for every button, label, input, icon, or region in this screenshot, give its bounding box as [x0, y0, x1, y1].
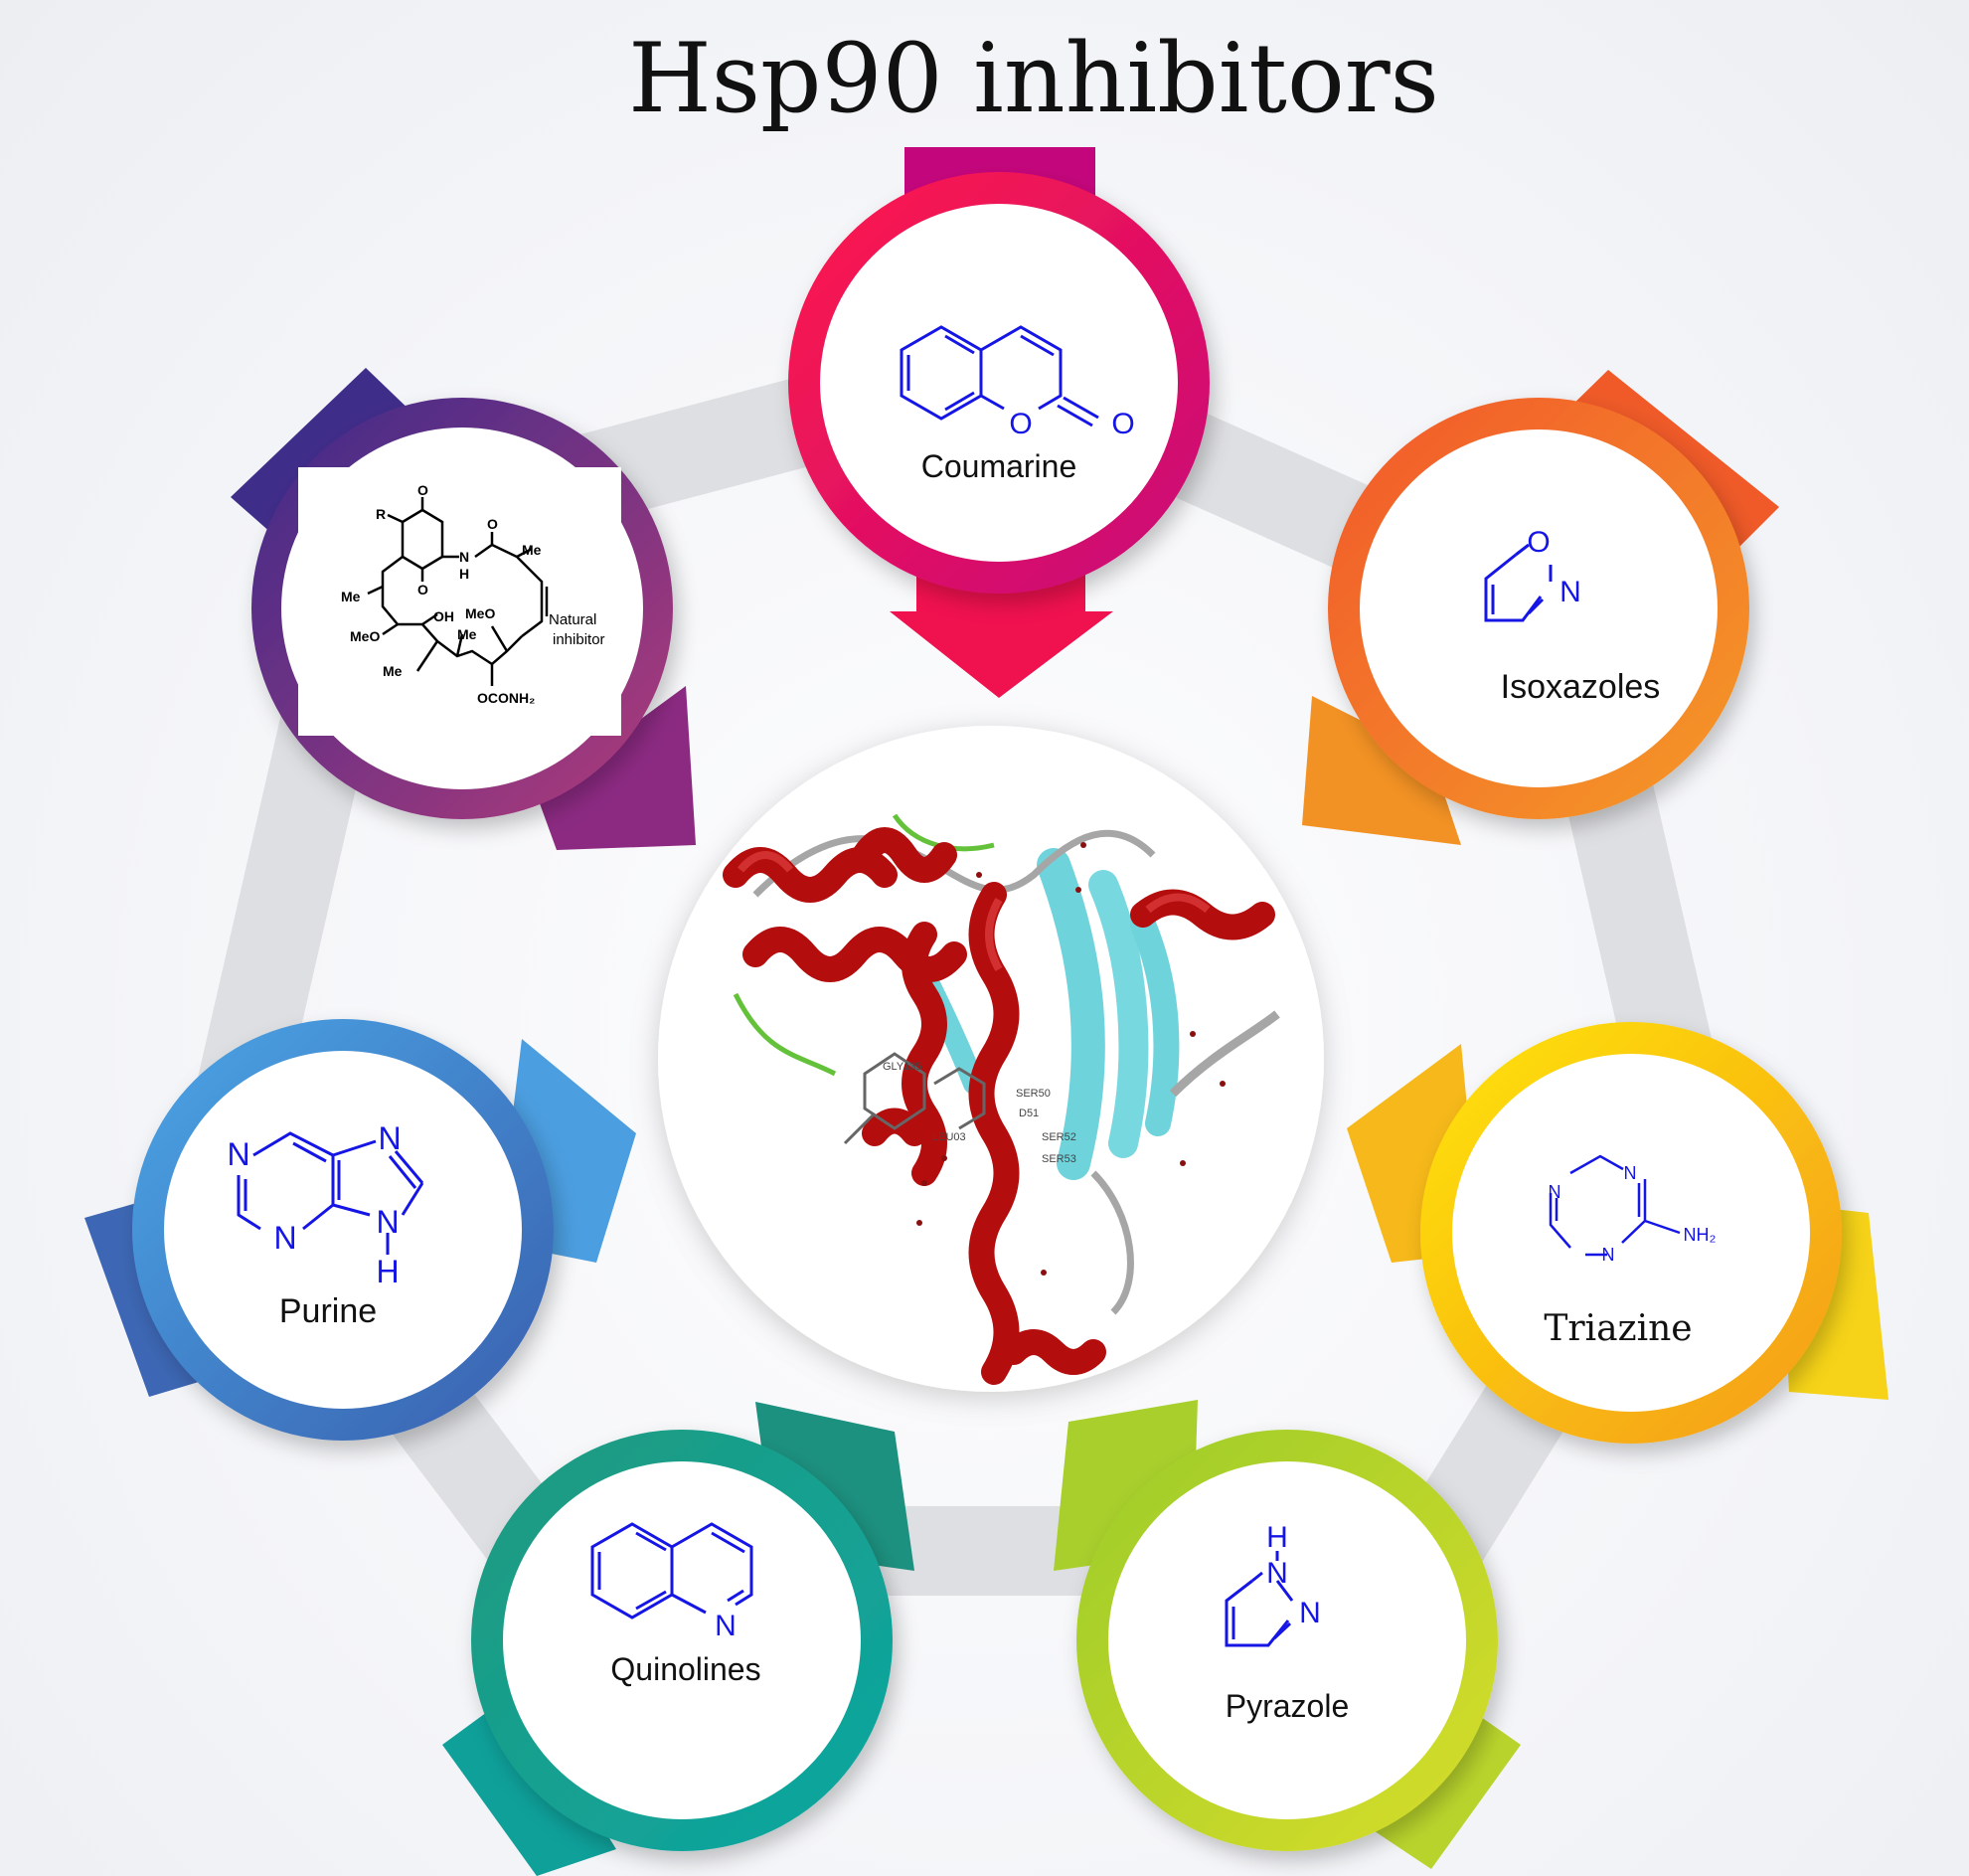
- quinolines-atom-n: N: [715, 1610, 737, 1642]
- natural-atom-o: O: [417, 482, 428, 498]
- quinolines-structure: [590, 1522, 753, 1620]
- purine-atom-n: N: [227, 1136, 249, 1172]
- center-protein: GLY135 SER50 D51 LEU03 SER52 SER53: [658, 726, 1324, 1392]
- purine-label: Purine: [279, 1292, 377, 1330]
- purine-atom-n: N: [273, 1220, 296, 1256]
- natural-atom-o: O: [417, 582, 428, 597]
- node-purine: [132, 1019, 554, 1441]
- protein-ribbon: GLY135 SER50 D51 LEU03 SER52 SER53: [723, 813, 1280, 1385]
- triazine-atom-n: N: [1602, 1245, 1615, 1265]
- purine-atom-n: N: [378, 1120, 401, 1156]
- isoxazoles-label: Isoxazoles: [1501, 668, 1661, 706]
- natural-me: Me: [457, 626, 477, 642]
- natural-structure: [367, 497, 549, 686]
- isoxazoles-atom-o: O: [1527, 526, 1550, 559]
- node-coumarine: [788, 172, 1210, 594]
- pyrazole-atom-h: H: [1266, 1521, 1288, 1554]
- natural-me: Me: [383, 663, 403, 679]
- pyrazole-atom-n: N: [1299, 1597, 1321, 1629]
- natural-me: Me: [341, 589, 361, 604]
- triazine-atom-n: N: [1624, 1163, 1637, 1183]
- purine-atom-n: N: [376, 1204, 399, 1240]
- coumarine-atom-o: O: [1009, 408, 1032, 440]
- residue-label: SER52: [1042, 1131, 1076, 1143]
- quinolines-label: Quinolines: [610, 1651, 760, 1687]
- natural-note-line2: inhibitor: [553, 631, 605, 648]
- purine-atom-h: H: [376, 1254, 399, 1289]
- natural-meo: MeO: [465, 605, 495, 621]
- triazine-structure: [1549, 1154, 1681, 1257]
- node-quinolines: [471, 1430, 893, 1851]
- natural-atom-n: N: [459, 549, 469, 565]
- natural-atom-h: H: [459, 566, 469, 582]
- natural-ocon-h2: OCONH₂: [477, 690, 535, 706]
- pyrazole-atom-n: N: [1266, 1557, 1288, 1590]
- isoxazoles-atom-n: N: [1559, 576, 1581, 608]
- residue-label: SER50: [1016, 1088, 1051, 1100]
- residue-label: GLY135: [883, 1061, 922, 1073]
- natural-me: Me: [522, 542, 542, 558]
- diagram-title: Hsp90 inhibitors: [628, 23, 1439, 134]
- pyrazole-structure: [1225, 1551, 1294, 1647]
- node-pyrazole: [1076, 1430, 1498, 1851]
- natural-note-line1: Natural: [549, 611, 596, 628]
- residue-label: LEU03: [932, 1131, 966, 1143]
- pyrazole-label: Pyrazole: [1226, 1688, 1350, 1724]
- residue-label: SER53: [1042, 1153, 1076, 1165]
- coumarine-structure: [900, 325, 1099, 427]
- natural-meo: MeO: [350, 628, 380, 644]
- natural-atom-r: R: [376, 506, 386, 522]
- natural-structure-panel: [298, 467, 621, 736]
- isoxazoles-structure: [1484, 543, 1553, 622]
- coumarine-label: Coumarine: [921, 448, 1077, 484]
- triazine-atom-n: N: [1549, 1182, 1561, 1202]
- triazine-atom-nh2: NH₂: [1684, 1225, 1717, 1245]
- triazine-label: Triazine: [1544, 1308, 1692, 1349]
- purine-structure: [237, 1131, 424, 1255]
- natural-oh: OH: [433, 608, 454, 624]
- coumarine-atom-o: O: [1111, 408, 1134, 440]
- residue-label: D51: [1019, 1108, 1039, 1119]
- node-isoxazoles: [1328, 398, 1749, 819]
- natural-atom-o: O: [487, 516, 498, 532]
